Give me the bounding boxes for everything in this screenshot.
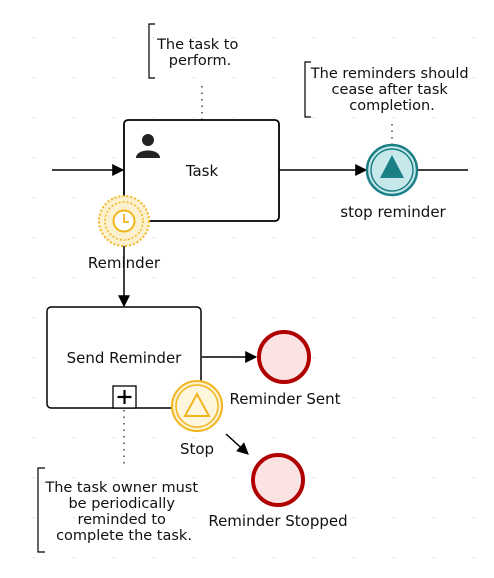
- annotation-bracket: [304, 61, 311, 118]
- svg-text:The reminders should cea: The reminders should cease after task co…: [310, 66, 473, 114]
- annotation-bracket: [148, 23, 155, 79]
- end-event-reminder-stopped[interactable]: [251, 453, 305, 507]
- annotation-reminders-cease[interactable]: The reminders should cease after task co…: [304, 61, 473, 118]
- reminder-label: Reminder: [88, 254, 161, 272]
- annotation-owner-reminded[interactable]: The task owner must be periodically remi…: [37, 467, 203, 553]
- task-label: Task: [185, 162, 219, 180]
- annotation-line: The task owner must: [44, 480, 198, 496]
- clock-icon: [112, 209, 136, 233]
- task-box: [123, 119, 280, 222]
- subprocess-send-reminder[interactable]: Send Reminder: [46, 306, 202, 409]
- reminder-sent-label: Reminder Sent: [229, 390, 340, 408]
- end-event-reminder-sent[interactable]: [257, 330, 311, 384]
- signal-triangle-icon: [380, 155, 404, 178]
- annotation-line: be periodically: [68, 496, 175, 512]
- svg-text:The task owner must be p: The task owner must be periodically remi…: [44, 480, 202, 544]
- flow-stop-to-reminder-stopped[interactable]: [225, 433, 249, 455]
- signal-inner-ring: [370, 148, 414, 192]
- escalation-triangle-icon: [183, 391, 211, 417]
- escalation-inner-ring: [175, 384, 219, 428]
- annotation-line: The reminders should: [310, 66, 469, 82]
- annotation-line: complete the task.: [56, 528, 192, 544]
- annotation-line: perform.: [169, 53, 232, 69]
- stop-reminder-label: stop reminder: [340, 203, 446, 221]
- expand-plus-icon[interactable]: [112, 385, 137, 409]
- svg-text:The task to perform.: The task to perform.: [156, 37, 243, 69]
- stop-label: Stop: [180, 440, 214, 458]
- annotation-line: completion.: [349, 98, 435, 114]
- signal-end-event-stop-reminder[interactable]: [365, 143, 419, 197]
- annotation-line: reminded to: [77, 512, 166, 528]
- annotation-task-to-perform[interactable]: The task to perform.: [148, 23, 243, 79]
- send-reminder-label: Send Reminder: [67, 349, 183, 367]
- reminder-stopped-label: Reminder Stopped: [208, 512, 347, 530]
- annotation-line: The task to: [156, 37, 238, 53]
- timer-boundary-event-reminder[interactable]: [98, 195, 150, 247]
- end-event-circle: [251, 453, 305, 507]
- user-icon: [136, 134, 160, 158]
- timer-inner-ring: [104, 201, 144, 241]
- annotation-bracket: [37, 467, 45, 553]
- annotation-line: cease after task: [332, 82, 449, 98]
- escalation-boundary-event-stop[interactable]: [171, 380, 223, 432]
- user-task-task[interactable]: Task: [123, 119, 280, 222]
- end-event-circle: [257, 330, 311, 384]
